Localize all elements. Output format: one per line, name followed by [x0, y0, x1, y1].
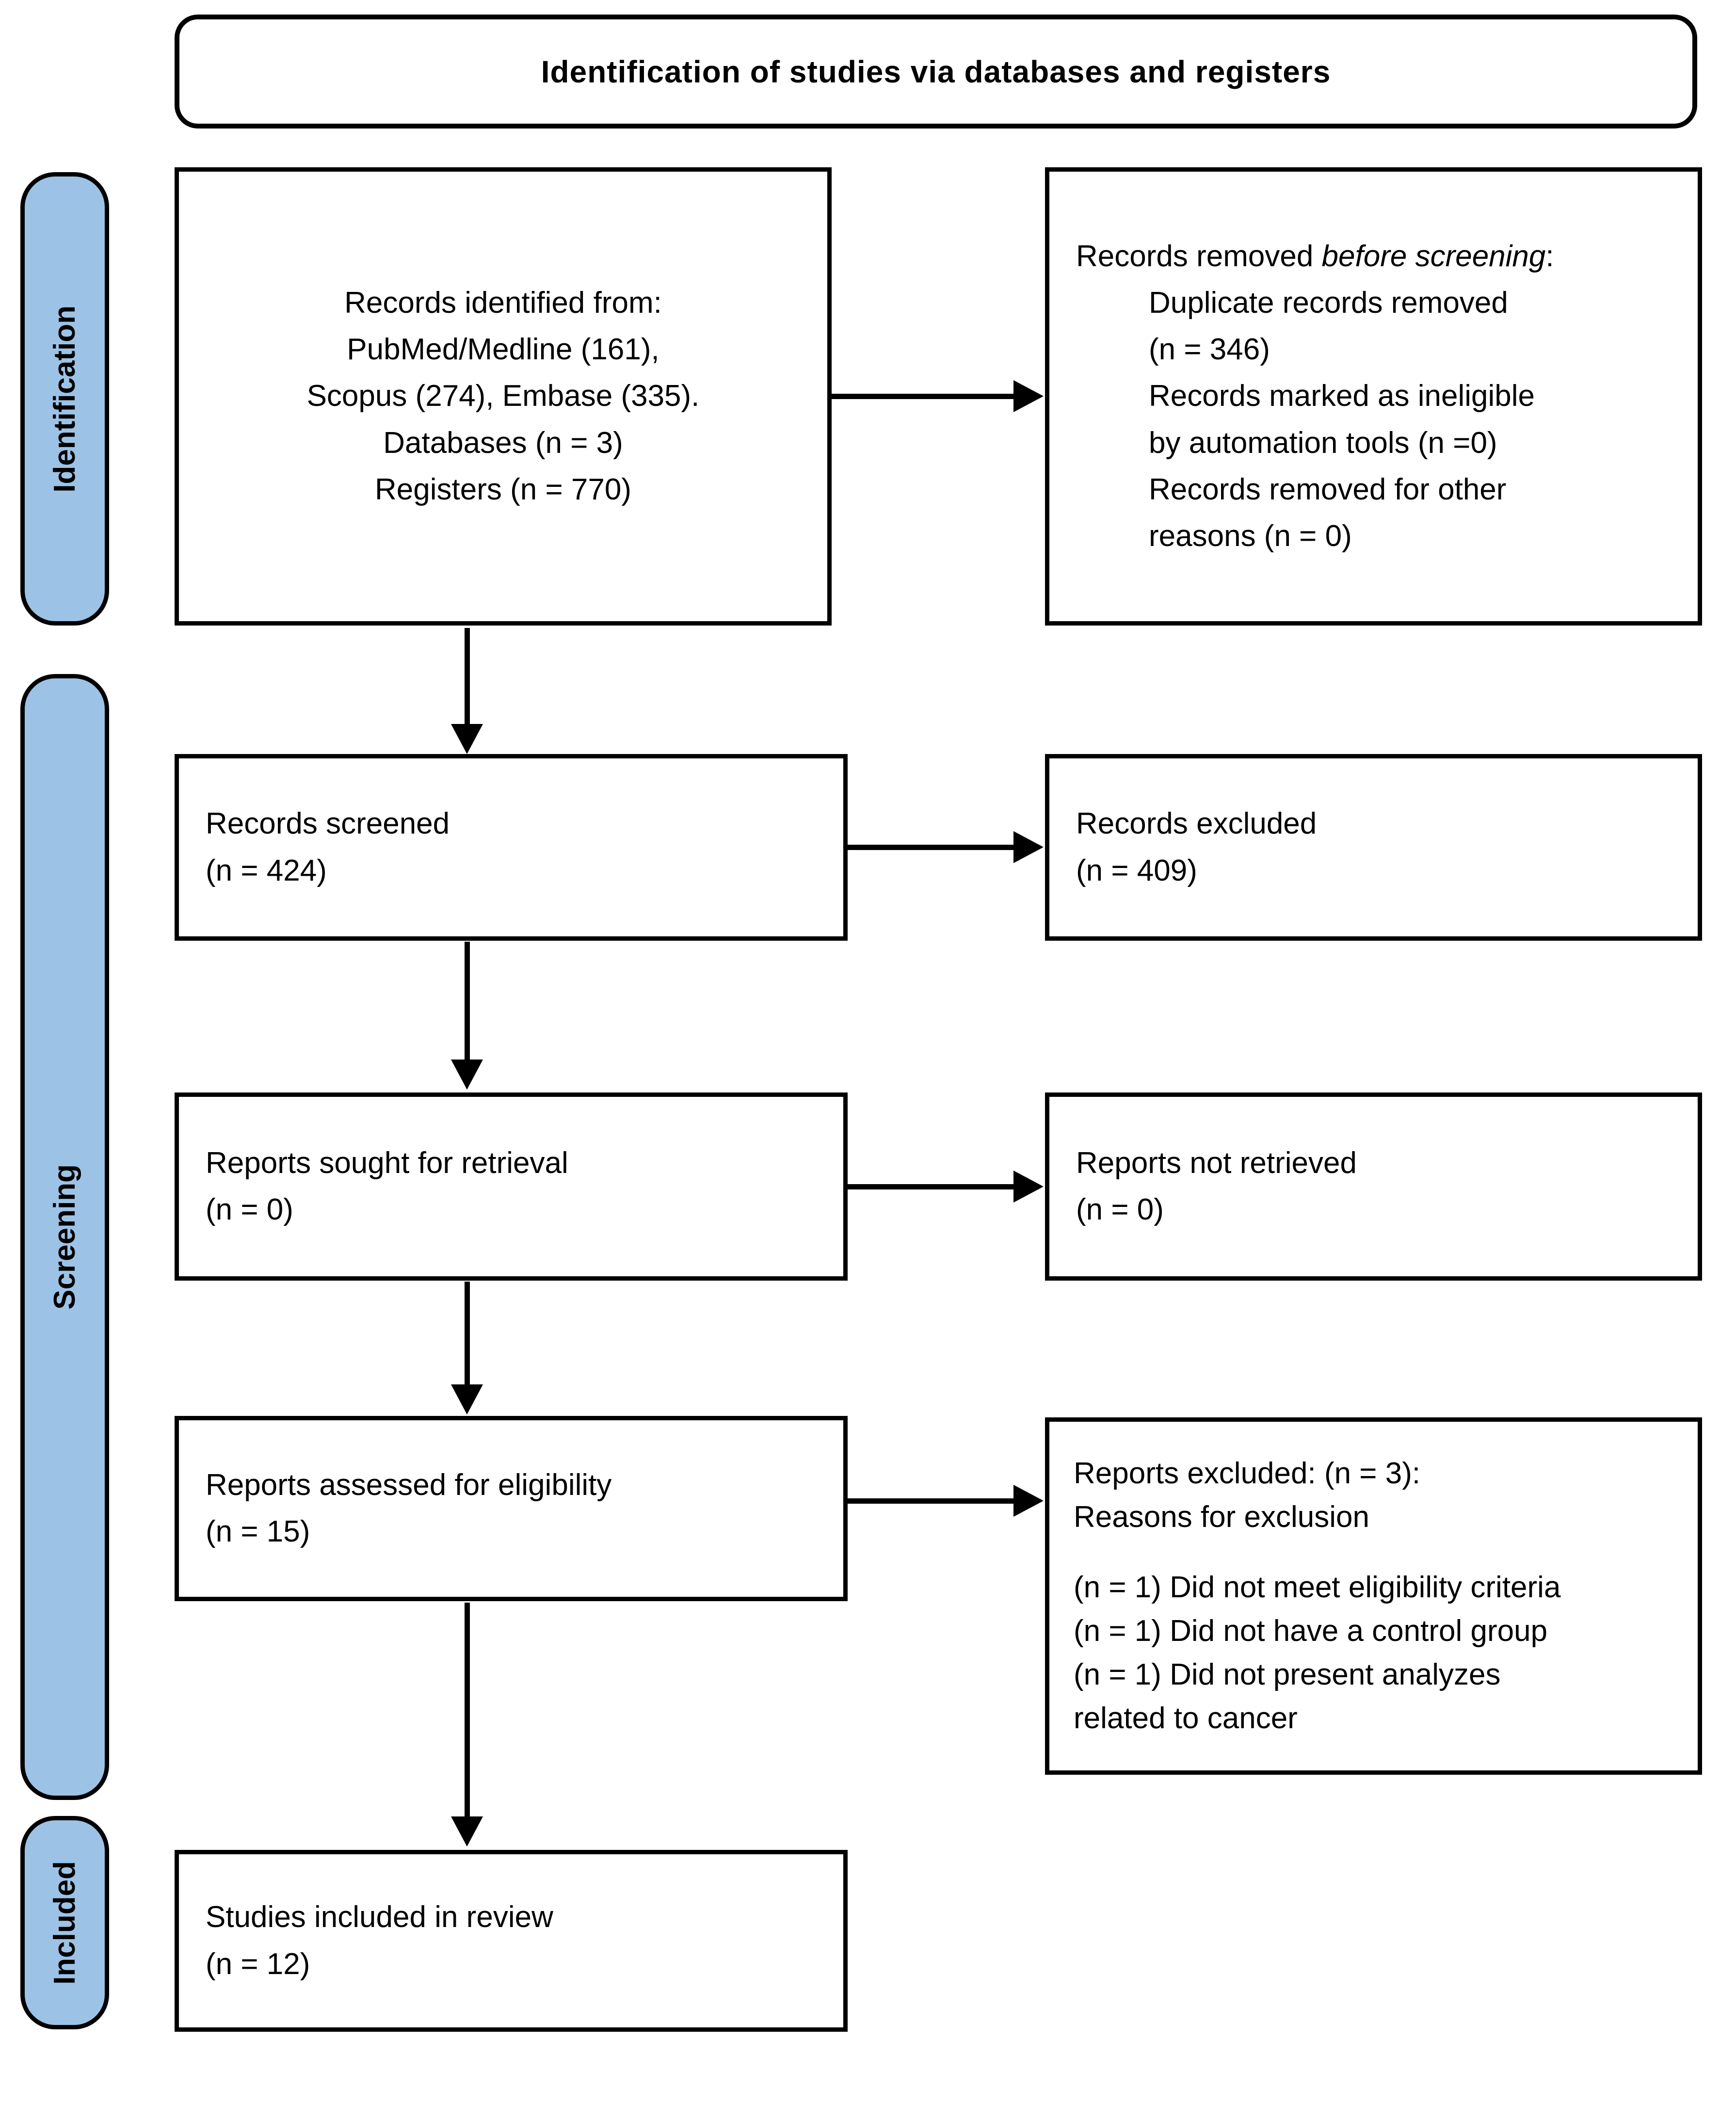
text-line: Reports assessed for eligibility	[206, 1468, 612, 1502]
box-records-identified: Records identified from: PubMed/Medline …	[175, 167, 832, 626]
text-line: (n = 1) Did not present analyzes	[1074, 1657, 1501, 1691]
text-line: Reports not retrieved	[1076, 1146, 1357, 1180]
arrow-sought-to-not-retrieved	[848, 1184, 1013, 1189]
heading-italic: before screening	[1321, 240, 1546, 273]
text-line: Records excluded	[1076, 807, 1317, 841]
arrowhead-right-icon	[1013, 831, 1044, 863]
stage-included-label: Included	[48, 1861, 81, 1985]
box-studies-included: Studies included in review (n = 12)	[175, 1850, 848, 2032]
text-line: Scopus (274), Embase (335).	[306, 379, 700, 413]
arrowhead-right-icon	[1013, 1485, 1044, 1517]
text-line: Records removed for other	[1149, 472, 1507, 506]
text-line: (n = 15)	[206, 1515, 310, 1548]
text-line: Reports sought for retrieval	[206, 1146, 568, 1180]
title-box: Identification of studies via databases …	[175, 15, 1697, 128]
text-line: Reasons for exclusion	[1074, 1500, 1369, 1534]
text-line: (n = 409)	[1076, 853, 1197, 887]
stage-screening: Screening	[20, 674, 109, 1800]
text-line: (n = 0)	[206, 1193, 293, 1226]
text-line: Studies included in review	[206, 1900, 553, 1934]
arrow-screened-to-excluded	[848, 845, 1013, 850]
box-records-excluded: Records excluded (n = 409)	[1045, 754, 1702, 941]
text-line: by automation tools (n =0)	[1149, 426, 1497, 460]
stage-identification: Identification	[20, 172, 109, 626]
text-line: (n = 1) Did not meet eligibility criteri…	[1074, 1571, 1561, 1605]
arrowhead-down-icon	[451, 724, 483, 754]
text-line: reasons (n = 0)	[1149, 519, 1352, 553]
arrowhead-right-icon	[1013, 1171, 1044, 1203]
box-reports-excluded: Reports excluded: (n = 3): Reasons for e…	[1045, 1417, 1702, 1775]
arrow-identified-to-screened	[465, 628, 470, 725]
stage-screening-label: Screening	[48, 1164, 81, 1310]
text-line: Duplicate records removed	[1149, 286, 1508, 320]
text-line: PubMed/Medline (161),	[347, 333, 659, 367]
text-line: (n = 12)	[206, 1947, 310, 1981]
text-line: Records screened	[206, 807, 450, 841]
arrow-sought-to-assessed	[465, 1282, 470, 1385]
text-line: (n = 0)	[1076, 1193, 1164, 1226]
text-line: Records identified from:	[344, 286, 662, 320]
arrowhead-down-icon	[451, 1816, 483, 1847]
box-records-screened: Records screened (n = 424)	[175, 754, 848, 941]
text-line: (n = 346)	[1149, 333, 1270, 367]
text-line: Registers (n = 770)	[375, 472, 631, 506]
arrow-screened-to-sought	[465, 942, 470, 1060]
arrowhead-down-icon	[451, 1384, 483, 1414]
text-line: related to cancer	[1074, 1701, 1298, 1735]
heading-prefix: Records removed	[1076, 240, 1322, 273]
text-line: Records marked as ineligible	[1149, 379, 1535, 413]
arrow-assessed-to-included	[465, 1603, 470, 1817]
heading-suffix: :	[1545, 240, 1554, 273]
text-line: Databases (n = 3)	[383, 426, 623, 460]
box-records-removed: Records removed before screening: Duplic…	[1045, 167, 1702, 626]
box-reports-sought: Reports sought for retrieval (n = 0)	[175, 1092, 848, 1281]
stage-identification-label: Identification	[48, 305, 81, 493]
box-reports-assessed: Reports assessed for eligibility (n = 15…	[175, 1416, 848, 1601]
text-line: Reports excluded: (n = 3):	[1074, 1457, 1421, 1491]
text-line: (n = 1) Did not have a control group	[1074, 1614, 1548, 1648]
box-reports-not-retrieved: Reports not retrieved (n = 0)	[1045, 1092, 1702, 1281]
text-line: (n = 424)	[206, 853, 327, 887]
arrow-assessed-to-excluded	[848, 1498, 1013, 1504]
diagram-title: Identification of studies via databases …	[541, 54, 1331, 89]
arrowhead-down-icon	[451, 1060, 483, 1090]
arrow-identified-to-removed	[832, 394, 1013, 399]
arrowhead-right-icon	[1013, 380, 1044, 412]
stage-included: Included	[20, 1816, 109, 2029]
text-line: Records removed before screening:	[1076, 233, 1671, 280]
